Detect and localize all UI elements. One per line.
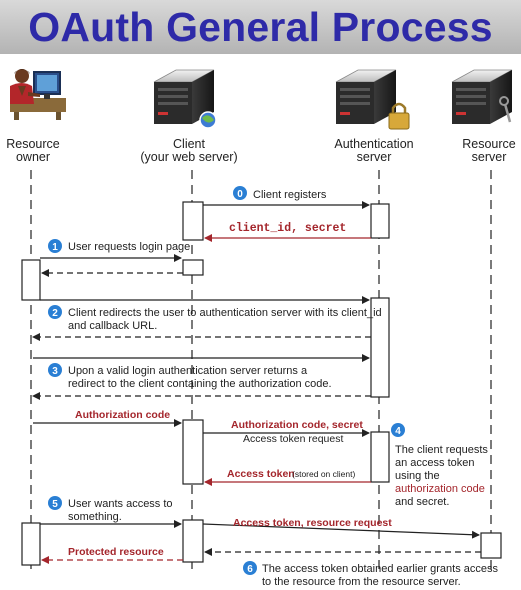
activation-client-4 bbox=[182, 519, 204, 563]
step-6-text-line1: The access token obtained earlier grants… bbox=[262, 563, 499, 575]
message-access-token-request: Access token request bbox=[243, 433, 343, 445]
step-6-badge bbox=[243, 561, 257, 575]
step-1-badge bbox=[48, 239, 62, 253]
participant-auth-line2: server bbox=[357, 150, 392, 164]
locked-server-icon bbox=[335, 69, 410, 130]
activation-auth-1 bbox=[370, 203, 390, 239]
participant-owner-line2: owner bbox=[16, 150, 50, 164]
activation-client-1 bbox=[182, 201, 204, 241]
step-0-text: Client registers bbox=[253, 189, 327, 201]
activation-auth-2 bbox=[370, 297, 390, 398]
step-5-text-line2: something. bbox=[68, 511, 122, 523]
step-3-text-line1: Upon a valid login authentication server… bbox=[68, 365, 308, 377]
step-6-text-line2: to the resource from the resource server… bbox=[262, 576, 461, 588]
step-1-number: 1 bbox=[52, 242, 58, 253]
step-2-number: 2 bbox=[52, 308, 58, 319]
activation-client-2 bbox=[182, 259, 204, 276]
step-4-text-line5: and secret. bbox=[395, 496, 449, 508]
message-authorization-code: Authorization code bbox=[75, 409, 170, 421]
step-4-number: 4 bbox=[395, 426, 401, 437]
step-4-text-line3: using the bbox=[395, 470, 440, 482]
message-protected-resource: Protected resource bbox=[68, 546, 164, 558]
diagram-title: OAuth General Process bbox=[28, 4, 493, 50]
activation-owner-2 bbox=[21, 522, 41, 566]
web-server-icon bbox=[153, 69, 217, 129]
step-5-number: 5 bbox=[52, 499, 58, 510]
step-5-text-line1: User wants access to bbox=[68, 498, 173, 510]
step-0-badge bbox=[233, 186, 247, 200]
step-4-text-line4: authorization code bbox=[395, 483, 485, 495]
activation-auth-3 bbox=[370, 431, 390, 483]
step-3-text-line2: redirect to the client containing the au… bbox=[68, 378, 332, 390]
step-3-badge bbox=[48, 363, 62, 377]
activation-resource-1 bbox=[480, 532, 502, 559]
message-access-token: Access token bbox=[227, 468, 295, 480]
step-0-number: 0 bbox=[237, 189, 243, 200]
participant-resource-line2: server bbox=[472, 150, 507, 164]
step-5-badge bbox=[48, 496, 62, 510]
participant-client-line1: Client bbox=[173, 137, 205, 151]
step-2-text-line1: Client redirects the user to authenticat… bbox=[68, 307, 382, 319]
server-key-icon bbox=[451, 69, 513, 124]
step-4-badge bbox=[391, 423, 405, 437]
person-at-computer-icon bbox=[10, 69, 66, 120]
step-3-number: 3 bbox=[52, 366, 58, 377]
title-banner: OAuth General Process bbox=[0, 0, 521, 54]
message-client-id-secret: client_id, secret bbox=[229, 222, 346, 235]
participant-auth-line1: Authentication bbox=[334, 137, 413, 151]
step-2-text-line2: and callback URL. bbox=[68, 320, 157, 332]
step-1-text: User requests login page bbox=[68, 241, 190, 253]
step-4-text-line2: an access token bbox=[395, 457, 475, 469]
step-6-number: 6 bbox=[247, 564, 253, 575]
activation-client-3 bbox=[182, 419, 204, 485]
activation-owner-1 bbox=[21, 259, 41, 301]
participant-client-line2: (your web server) bbox=[140, 150, 237, 164]
message-stored-on-client: (stored on client) bbox=[292, 469, 355, 479]
arrow-resource-request bbox=[202, 523, 480, 539]
step-4-text-line1: The client requests bbox=[395, 444, 488, 456]
participant-resource-line1: Resource bbox=[462, 137, 516, 151]
message-access-token-resource-request: Access token, resource request bbox=[233, 517, 392, 529]
participant-owner-line1: Resource bbox=[6, 137, 60, 151]
step-2-badge bbox=[48, 305, 62, 319]
message-authorization-code-secret: Authorization code, secret bbox=[231, 419, 363, 431]
